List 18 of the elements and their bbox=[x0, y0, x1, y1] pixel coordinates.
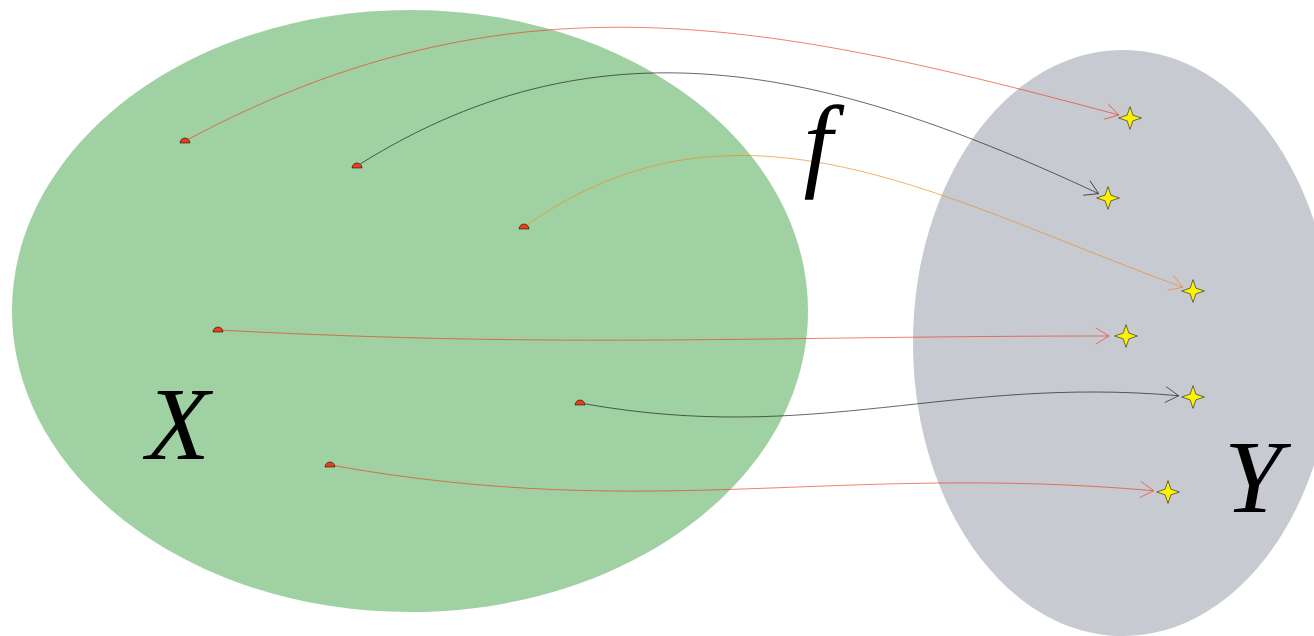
arrow bbox=[584, 386, 1180, 418]
star-marker bbox=[1156, 480, 1180, 504]
point-marker bbox=[179, 137, 191, 144]
arrow bbox=[334, 465, 1155, 498]
star-marker bbox=[1181, 385, 1205, 409]
point-marker bbox=[518, 223, 530, 230]
star-marker bbox=[1181, 279, 1205, 303]
star-marker bbox=[1118, 106, 1142, 130]
star-marker bbox=[1114, 324, 1138, 348]
arrow bbox=[526, 155, 1184, 291]
arrow bbox=[222, 327, 1110, 345]
point-marker bbox=[212, 326, 224, 333]
arrow bbox=[188, 27, 1120, 140]
arrow bbox=[360, 72, 1099, 196]
point-marker bbox=[324, 461, 336, 468]
point-marker bbox=[351, 162, 363, 169]
point-marker bbox=[574, 399, 586, 406]
star-marker bbox=[1096, 186, 1120, 210]
